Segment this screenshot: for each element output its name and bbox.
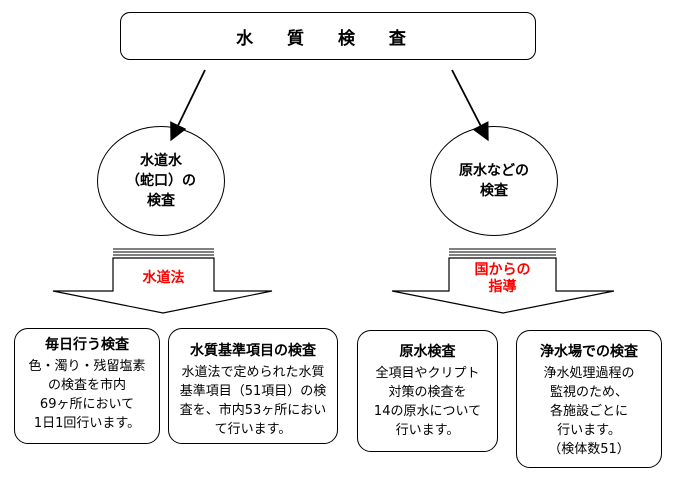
card-title: 浄水場での検査 (540, 344, 638, 360)
card-body: 浄水処理過程の 監視のため、 各施設ごとに 行います。 （検体数51） (543, 366, 635, 457)
card-body: 全項目やクリプト 対策の検査を 14の原水について 行います。 (373, 366, 482, 438)
arrow-to-left (170, 69, 206, 142)
card-title: 毎日行う検査 (45, 337, 129, 353)
right-big-arrow (391, 248, 615, 314)
card-title: 原水検査 (399, 344, 456, 360)
left-big-arrow (52, 248, 273, 314)
treatment-plant-inspection-card: 浄水場での検査 浄水処理過程の 監視のため、 各施設ごとに 行います。 （検体数… (516, 330, 662, 468)
card-body: 水道法で定められた水質 基準項目（51項目）の検 査を、市内53ヶ所におい て行… (179, 365, 327, 437)
national-guidance-label: 国からの 指導 (474, 262, 531, 295)
standard-items-inspection-card: 水質基準項目の検査 水道法で定められた水質 基準項目（51項目）の検 査を、市内… (168, 328, 338, 444)
daily-inspection-card: 毎日行う検査 色・濁り・残留塩素 の検査を市内 69ヶ所において 1日1回行いま… (14, 328, 160, 444)
raw-water-inspection-node: 原水などの 検査 (430, 126, 558, 236)
title-box: 水 質 検 査 (120, 12, 536, 60)
raw-water-inspection-card: 原水検査 全項目やクリプト 対策の検査を 14の原水について 行います。 (357, 330, 498, 452)
card-body: 色・濁り・残留塩素 の検査を市内 69ヶ所において 1日1回行います。 (28, 359, 146, 431)
tap-water-inspection-node: 水道水 （蛇口）の 検査 (97, 126, 225, 236)
water-law-label: 水道法 (142, 270, 185, 286)
card-title: 水質基準項目の検査 (190, 343, 316, 359)
